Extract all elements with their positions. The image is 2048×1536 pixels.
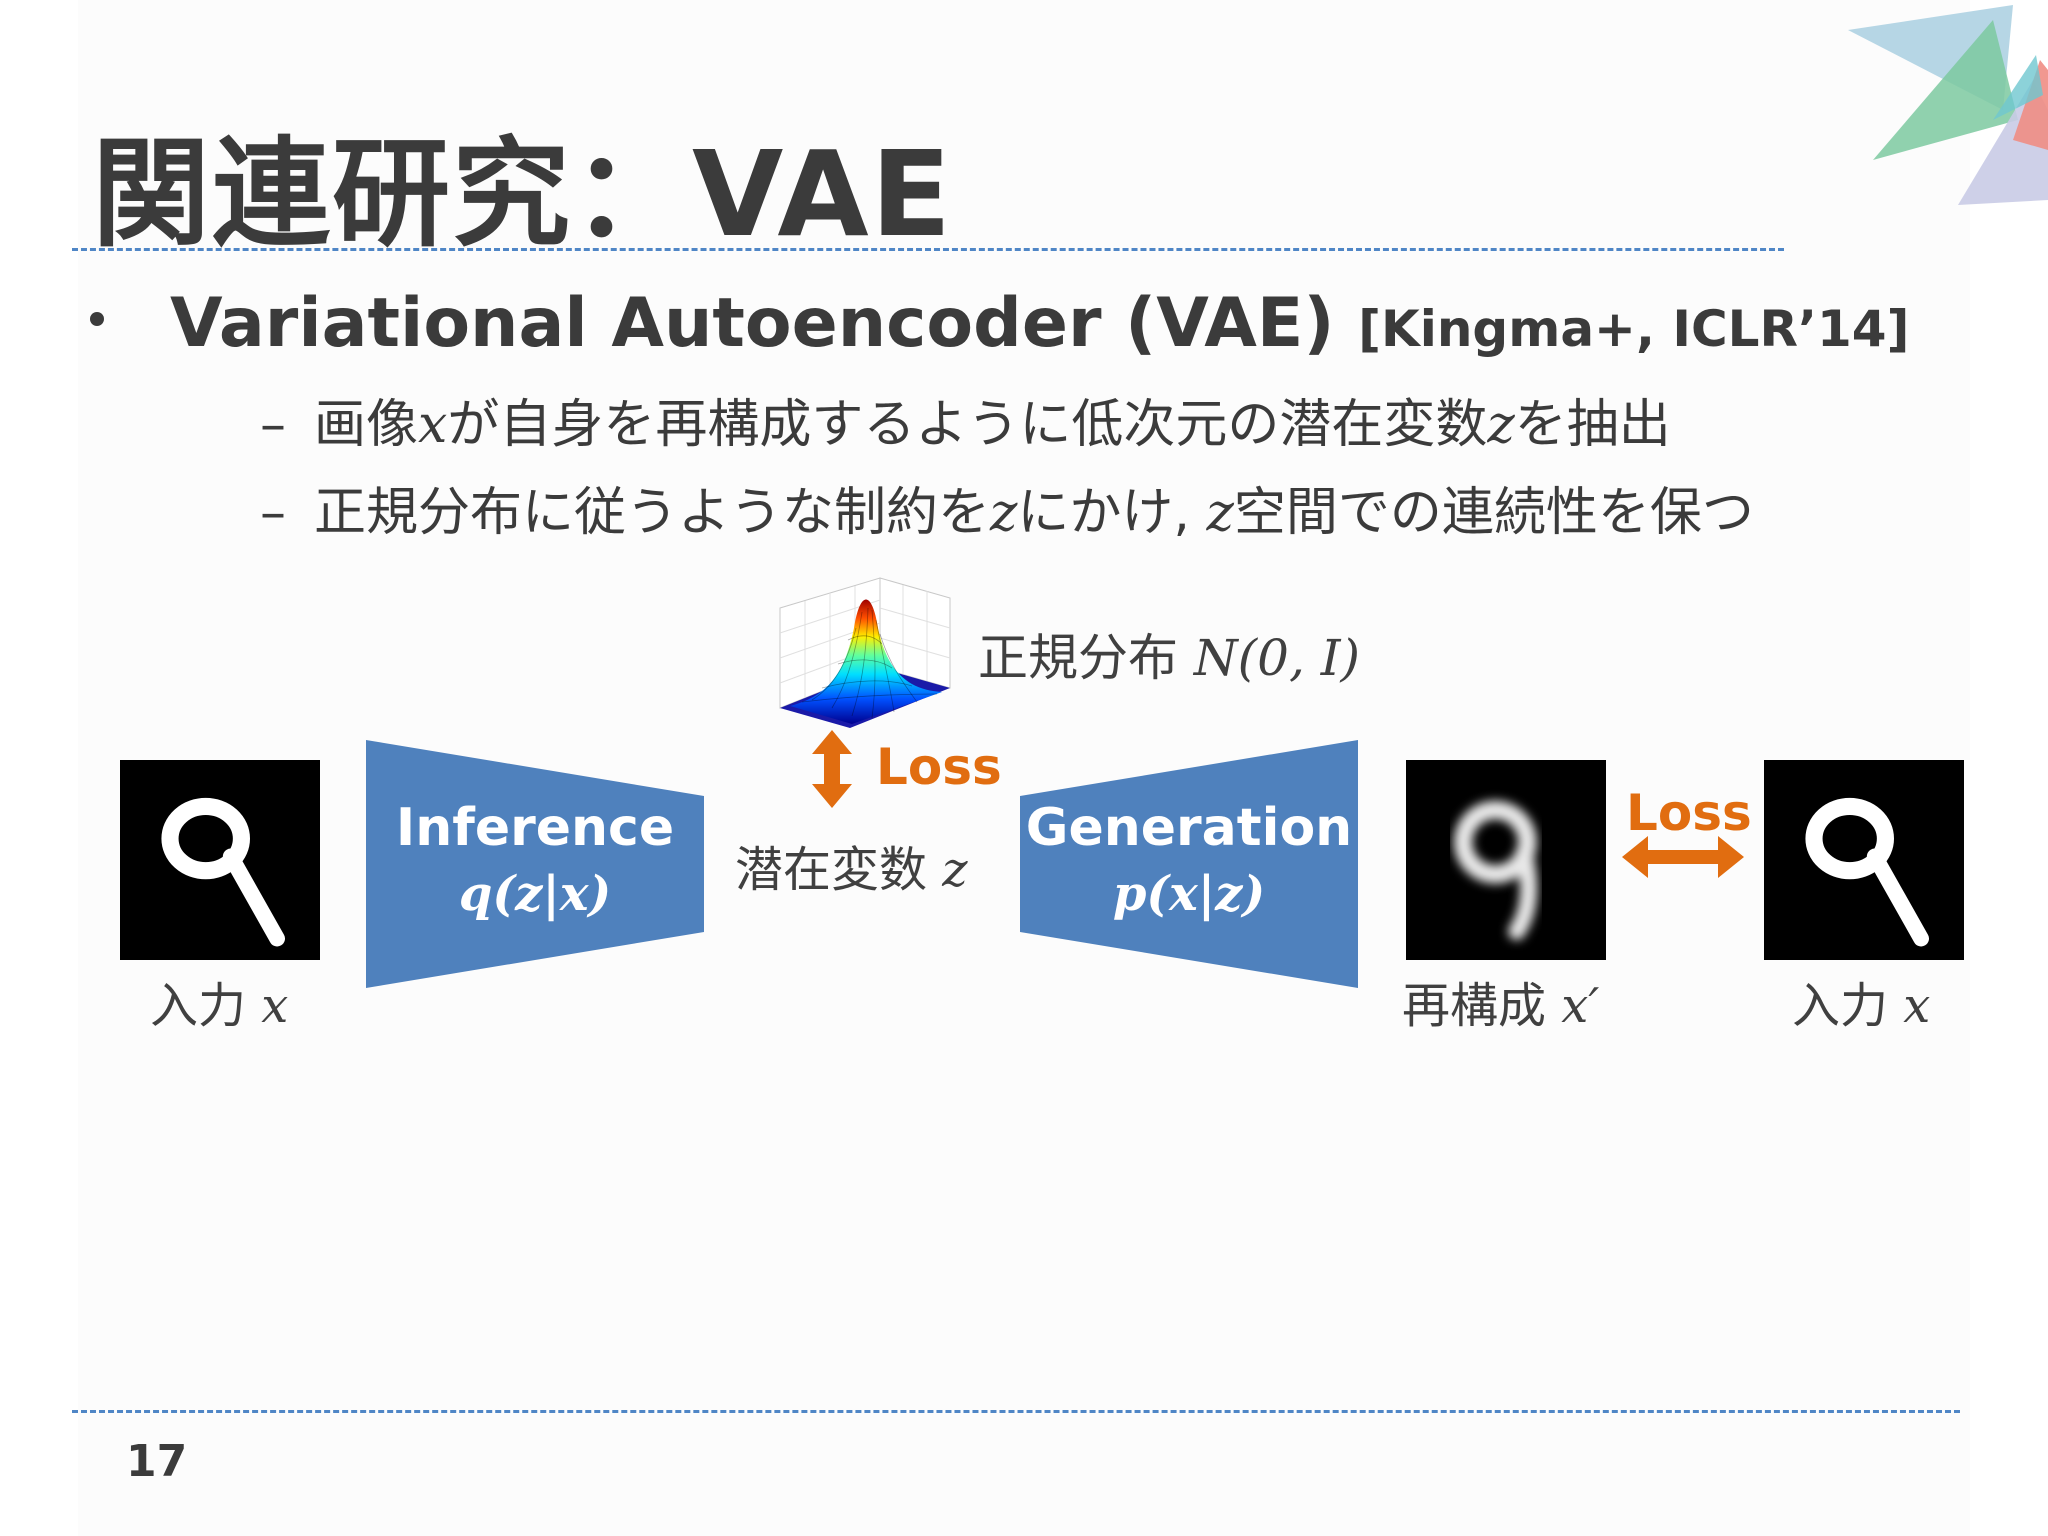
input-right-caption-text: 入力: [1792, 978, 1889, 1034]
citation: [Kingma+, ICLR’14]: [1358, 300, 1910, 358]
normal-distribution-formula: N(0, I): [1193, 629, 1361, 687]
mnist-digit-nine-icon: [161, 797, 285, 947]
corner-decoration: [1848, 5, 2048, 205]
sub-bullet-1: –画像xが自身を再構成するように低次元の潜在変数zを抽出: [260, 382, 1671, 457]
page-number: 17: [126, 1436, 188, 1487]
decoder-formula: p(x|z): [1112, 866, 1266, 922]
sub1-text-b: が自身を再構成するように低次元の潜在変数: [447, 395, 1488, 455]
footer-divider: [72, 1410, 1960, 1413]
reconstruction-image: [1406, 760, 1606, 960]
sub1-var-z: z: [1487, 395, 1515, 455]
input-right-caption: 入力 x: [1792, 966, 1930, 1036]
sub2-var-z: z: [990, 483, 1018, 543]
decoder-label: Generation p(x|z): [1020, 798, 1358, 922]
double-arrow-horizontal-icon: [1622, 836, 1744, 878]
encoder-label: Inference q(z|x): [366, 798, 704, 922]
sub1-text-a: 画像: [314, 395, 419, 455]
latent-variable-label: 潜在変数 z: [735, 830, 968, 900]
decoder-title: Generation: [1025, 798, 1353, 858]
decoder-block: [1020, 740, 1358, 988]
latent-variable-text: 潜在変数: [735, 842, 928, 898]
slide-title: 関連研究：VAE: [92, 125, 954, 263]
sub1-text-c: を抽出: [1514, 395, 1671, 455]
mnist-digit-nine-icon: [1805, 797, 1929, 947]
sub1-var-x: x: [418, 395, 448, 455]
normal-distribution-label: 正規分布 N(0, I): [978, 618, 1360, 690]
latent-variable-var: z: [942, 842, 968, 898]
sub-bullet-dash: –: [260, 483, 286, 543]
gaussian-3d-plot-icon: [779, 577, 951, 728]
mnist-digit-nine-icon: [1453, 800, 1538, 940]
input-right-var: x: [1903, 978, 1931, 1034]
encoder-block: [366, 740, 704, 988]
normal-distribution-text: 正規分布: [978, 629, 1178, 687]
sub2-text-a: 正規分布に従うような制約を: [314, 483, 991, 543]
encoder-formula: q(z|x): [458, 866, 612, 922]
sub2-text-c: 空間での連続性を保つ: [1233, 483, 1754, 543]
bullet-main-text: Variational Autoencoder (VAE): [170, 284, 1335, 363]
title-divider: [72, 248, 1784, 251]
input-left-caption: 入力 x: [150, 966, 288, 1036]
bullet-dot: [90, 312, 104, 326]
sub2-var-z-2: z: [1206, 483, 1234, 543]
reconstruction-caption-text: 再構成: [1402, 978, 1547, 1034]
reconstruction-loss-label: Loss: [1626, 784, 1752, 842]
sub-bullet-dash: –: [260, 395, 286, 455]
input-image-left: [120, 760, 320, 960]
reconstruction-caption: 再構成 x′: [1402, 966, 1599, 1036]
input-image-right: [1764, 760, 1964, 960]
latent-loss-label: Loss: [876, 738, 1002, 796]
bullet-main: Variational Autoencoder (VAE) [Kingma+, …: [170, 284, 1909, 363]
sub2-text-b: にかけ,: [1017, 483, 1207, 543]
input-left-caption-text: 入力: [150, 978, 247, 1034]
input-left-var: x: [261, 978, 289, 1034]
double-arrow-vertical-icon: [812, 730, 852, 808]
encoder-title: Inference: [395, 798, 675, 858]
reconstruction-var: x′: [1561, 978, 1600, 1034]
sub-bullet-2: –正規分布に従うような制約をzにかけ, z空間での連続性を保つ: [260, 470, 1754, 545]
